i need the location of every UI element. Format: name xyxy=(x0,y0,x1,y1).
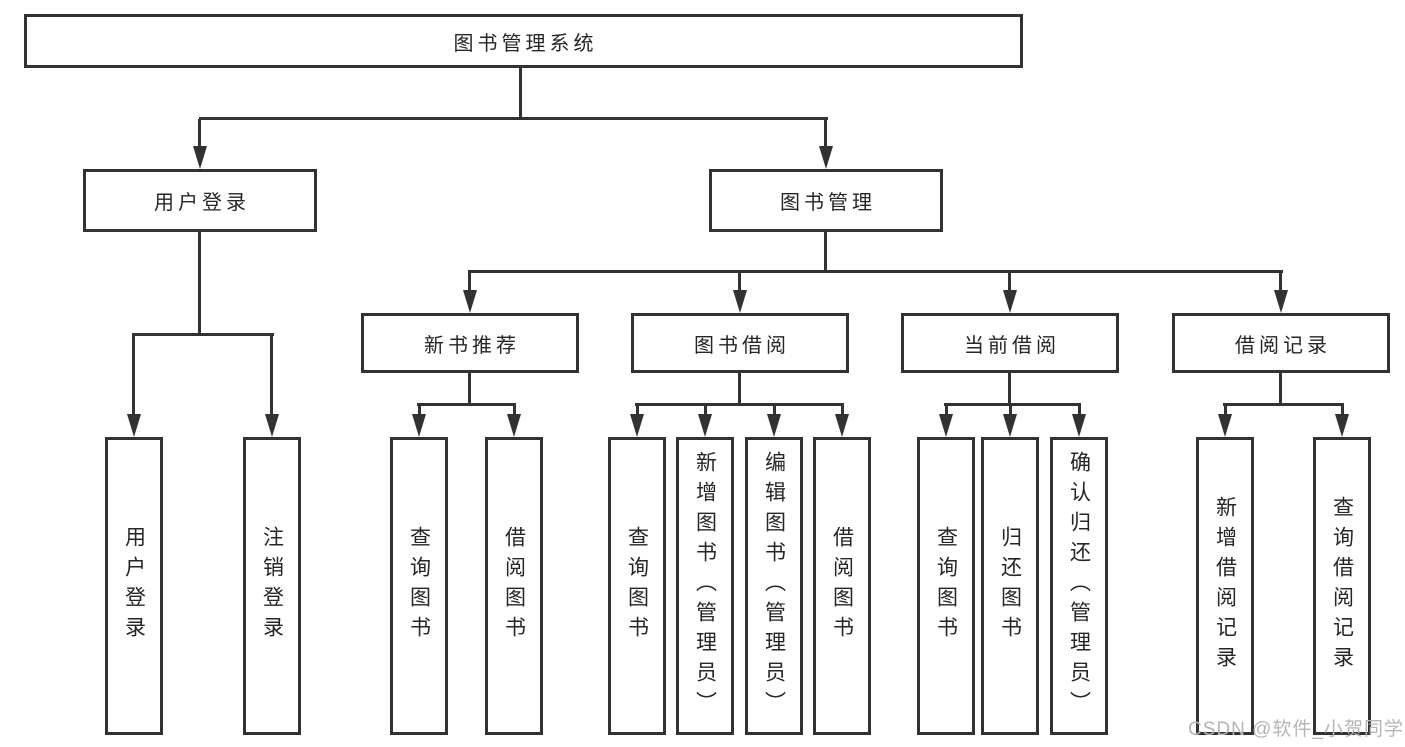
arrow-down-icon xyxy=(767,414,781,437)
connector-line xyxy=(417,403,516,406)
connector-line xyxy=(824,119,827,149)
arrow-down-icon xyxy=(1218,414,1232,437)
leaf-user-login: 用户登录 xyxy=(105,437,163,735)
connector-line xyxy=(1078,406,1081,416)
leaf-cb-query-books: 查询图书 xyxy=(917,437,975,735)
arrow-down-icon xyxy=(939,414,953,437)
arrow-down-icon xyxy=(1003,290,1017,313)
connector-line xyxy=(132,336,135,416)
connector-line xyxy=(468,373,471,406)
node-borrow-records: 借阅记录 xyxy=(1172,313,1390,373)
arrow-down-icon xyxy=(630,414,644,437)
leaf-bb-query-books: 查询图书 xyxy=(608,437,666,735)
arrow-down-icon xyxy=(1072,414,1086,437)
connector-line xyxy=(841,406,844,416)
leaf-nbr-query-books: 查询图书 xyxy=(390,437,448,735)
connector-line xyxy=(773,406,776,416)
connector-line xyxy=(1224,406,1227,416)
leaf-br-add-record: 新增借阅记录 xyxy=(1196,437,1254,735)
arrow-down-icon xyxy=(835,414,849,437)
connector-line xyxy=(635,403,844,406)
arrow-down-icon xyxy=(1003,414,1017,437)
connector-line xyxy=(418,406,421,416)
connector-line xyxy=(519,68,522,119)
connector-line xyxy=(704,406,707,416)
leaf-cb-return-books: 归还图书 xyxy=(981,437,1039,735)
connector-line xyxy=(944,403,1081,406)
arrow-down-icon xyxy=(193,146,207,169)
connector-line xyxy=(1341,406,1344,416)
connector-line xyxy=(513,406,516,416)
arrow-down-icon xyxy=(412,414,426,437)
connector-line xyxy=(738,373,741,406)
connector-line xyxy=(1279,273,1282,292)
connector-line xyxy=(1008,373,1011,406)
leaf-nbr-borrow-books: 借阅图书 xyxy=(485,437,543,735)
leaf-bb-edit-books-admin: 编辑图书（管理员） xyxy=(745,437,803,735)
node-library-management-system: 图书管理系统 xyxy=(24,14,1023,68)
connector-line xyxy=(132,333,274,336)
leaf-bb-borrow-books: 借阅图书 xyxy=(813,437,871,735)
connector-line xyxy=(1223,403,1344,406)
arrow-down-icon xyxy=(698,414,712,437)
arrow-down-icon xyxy=(733,290,747,313)
connector-line xyxy=(945,406,948,416)
arrow-down-icon xyxy=(463,290,477,313)
node-user-login: 用户登录 xyxy=(83,169,317,232)
connector-line xyxy=(824,232,827,273)
connector-line xyxy=(1008,273,1011,292)
node-book-management: 图书管理 xyxy=(709,169,943,232)
arrow-down-icon xyxy=(1335,414,1349,437)
connector-line xyxy=(1279,373,1282,406)
arrow-down-icon xyxy=(507,414,521,437)
arrow-down-icon xyxy=(1274,290,1288,313)
connector-line xyxy=(270,336,273,416)
arrow-down-icon xyxy=(127,414,141,437)
watermark: CSDN @软件_小贺同学 xyxy=(1188,719,1404,740)
node-book-borrow: 图书借阅 xyxy=(631,313,849,373)
leaf-bb-add-books-admin: 新增图书（管理员） xyxy=(676,437,734,735)
arrow-down-icon xyxy=(819,146,833,169)
arrow-down-icon xyxy=(265,414,279,437)
leaf-cb-confirm-return-admin: 确认归还（管理员） xyxy=(1050,437,1108,735)
connector-line xyxy=(468,270,1283,273)
connector-line xyxy=(738,273,741,292)
connector-line xyxy=(198,232,201,336)
leaf-br-query-record: 查询借阅记录 xyxy=(1313,437,1371,735)
connector-line xyxy=(1009,406,1012,416)
connector-line xyxy=(468,273,471,292)
node-current-borrow: 当前借阅 xyxy=(901,313,1119,373)
leaf-logout: 注销登录 xyxy=(243,437,301,735)
connector-line xyxy=(636,406,639,416)
connector-line xyxy=(199,117,828,120)
node-new-book-recommend: 新书推荐 xyxy=(361,313,579,373)
connector-line xyxy=(198,119,201,149)
